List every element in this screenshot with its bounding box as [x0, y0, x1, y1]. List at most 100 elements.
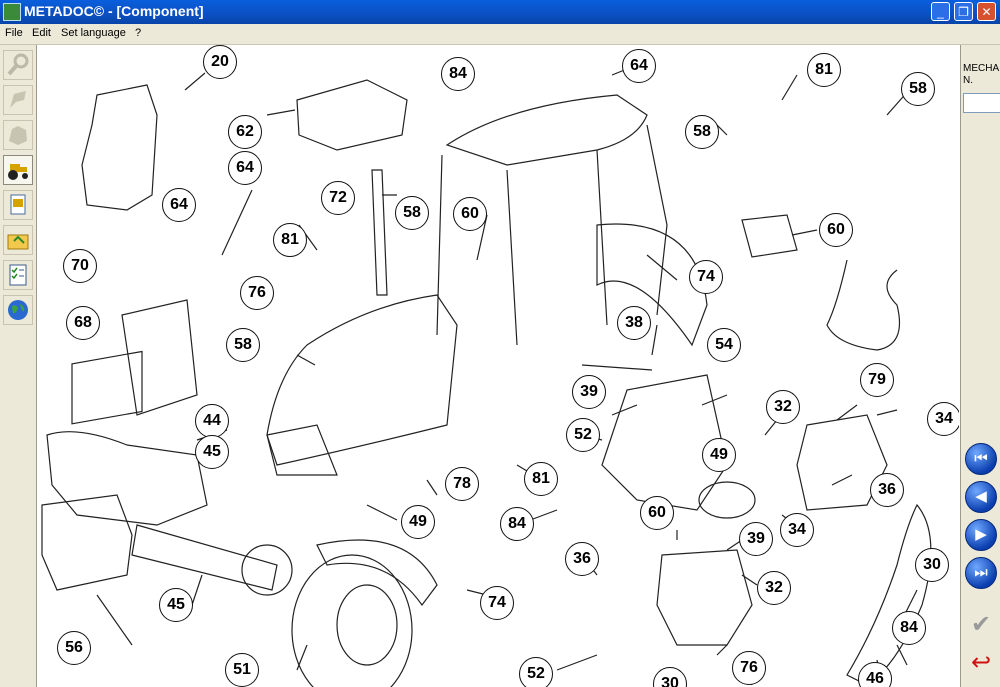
callout-30[interactable]: 30 [653, 667, 687, 687]
menu-file[interactable]: File [5, 27, 23, 39]
front-weight-outline [41, 494, 133, 591]
callout-62[interactable]: 62 [228, 115, 262, 149]
callout-34[interactable]: 34 [780, 513, 814, 547]
radiator-outline [121, 299, 198, 416]
callout-76[interactable]: 76 [240, 276, 274, 310]
document-button[interactable] [3, 190, 33, 220]
callout-76[interactable]: 76 [732, 651, 766, 685]
callout-74[interactable]: 74 [480, 586, 514, 620]
assembly-button[interactable] [3, 120, 33, 150]
confirm-button[interactable]: ✔ [965, 609, 997, 641]
assembly-icon [9, 126, 27, 145]
callout-39[interactable]: 39 [739, 522, 773, 556]
minimize-icon: _ [937, 5, 944, 19]
window-title: METADOC© - [Component] [24, 3, 204, 19]
callout-46[interactable]: 46 [858, 662, 892, 687]
leader-lines [96, 64, 918, 686]
callout-64[interactable]: 64 [228, 151, 262, 185]
mecha-label: MECHA N. [963, 63, 999, 86]
menu-help[interactable]: ? [135, 27, 142, 39]
callout-60[interactable]: 60 [453, 197, 487, 231]
callout-84[interactable]: 84 [441, 57, 475, 91]
exploded-view-drawing [41, 64, 932, 687]
app-icon [3, 3, 21, 21]
console-outline [656, 549, 753, 646]
callout-78[interactable]: 78 [445, 467, 479, 501]
title-bar: METADOC© - [Component] _ ❐ ✕ [0, 0, 1000, 24]
exhaust-pipe-outline [371, 169, 388, 296]
first-icon: ⏮ [974, 450, 988, 467]
callout-39[interactable]: 39 [572, 375, 606, 409]
folder-button[interactable] [3, 225, 33, 255]
callout-38[interactable]: 38 [617, 306, 651, 340]
callout-36[interactable]: 36 [565, 542, 599, 576]
callout-79[interactable]: 79 [860, 363, 894, 397]
tractor-icon [8, 164, 28, 180]
callout-72[interactable]: 72 [321, 181, 355, 215]
globe-icon [8, 300, 28, 320]
callout-81[interactable]: 81 [524, 462, 558, 496]
callout-81[interactable]: 81 [807, 53, 841, 87]
cab-roof-outline [445, 94, 648, 166]
first-button[interactable]: ⏮ [965, 443, 997, 475]
callout-49[interactable]: 49 [702, 438, 736, 472]
callout-64[interactable]: 64 [622, 49, 656, 83]
mecha-field[interactable] [963, 93, 1000, 113]
checklist-button[interactable] [3, 260, 33, 290]
callout-64[interactable]: 64 [162, 188, 196, 222]
next-button[interactable]: ▶ [965, 519, 997, 551]
back-button[interactable]: ↩ [965, 647, 997, 679]
callout-60[interactable]: 60 [640, 496, 674, 530]
cab-frame-outline [436, 124, 668, 346]
callout-34[interactable]: 34 [927, 402, 959, 436]
menu-set-language[interactable]: Set language [61, 27, 126, 39]
callout-84[interactable]: 84 [500, 507, 534, 541]
restore-icon: ❐ [958, 5, 969, 19]
front-axle-outline [131, 524, 278, 591]
callout-44[interactable]: 44 [195, 404, 229, 438]
menu-edit[interactable]: Edit [32, 27, 51, 39]
callout-54[interactable]: 54 [707, 328, 741, 362]
callout-60[interactable]: 60 [819, 213, 853, 247]
callout-68[interactable]: 68 [66, 306, 100, 340]
search-icon [7, 53, 29, 76]
rear-fender-lower-outline [316, 539, 438, 607]
callout-32[interactable]: 32 [757, 571, 791, 605]
air-filter-outline [296, 79, 408, 151]
rear-wheel-outline [291, 554, 413, 687]
callout-58[interactable]: 58 [226, 328, 260, 362]
return-icon: ↩ [970, 649, 992, 676]
tractor-button[interactable] [3, 155, 33, 185]
callout-58[interactable]: 58 [395, 196, 429, 230]
callout-84[interactable]: 84 [892, 611, 926, 645]
exploded-view-canvas: 20 64 84 81 58 62 58 64 72 64 58 60 60 8… [37, 45, 959, 687]
callout-56[interactable]: 56 [57, 631, 91, 665]
close-button[interactable]: ✕ [977, 2, 996, 21]
previous-button[interactable]: ◀ [965, 481, 997, 513]
last-button[interactable]: ⏭ [965, 557, 997, 589]
callout-45[interactable]: 45 [195, 435, 229, 469]
callout-81[interactable]: 81 [273, 223, 307, 257]
callout-58[interactable]: 58 [685, 115, 719, 149]
callout-74[interactable]: 74 [689, 260, 723, 294]
part-icon [10, 91, 26, 108]
callout-70[interactable]: 70 [63, 249, 97, 283]
callout-20[interactable]: 20 [203, 45, 237, 79]
callout-45[interactable]: 45 [159, 588, 193, 622]
callout-32[interactable]: 32 [766, 390, 800, 424]
callout-49[interactable]: 49 [401, 505, 435, 539]
callout-51[interactable]: 51 [225, 653, 259, 687]
globe-button[interactable] [3, 295, 33, 325]
callout-30[interactable]: 30 [915, 548, 949, 582]
restore-button[interactable]: ❐ [954, 2, 973, 21]
part-button[interactable] [3, 85, 33, 115]
last-icon: ⏭ [974, 564, 988, 581]
search-button[interactable] [3, 50, 33, 80]
minimize-button[interactable]: _ [931, 2, 950, 21]
rear-wheel-hub-outline [336, 584, 398, 666]
callout-36[interactable]: 36 [870, 473, 904, 507]
callout-52[interactable]: 52 [566, 418, 600, 452]
callout-52[interactable]: 52 [519, 657, 553, 687]
wiring-harness-outline [826, 259, 901, 351]
callout-58[interactable]: 58 [901, 72, 935, 106]
